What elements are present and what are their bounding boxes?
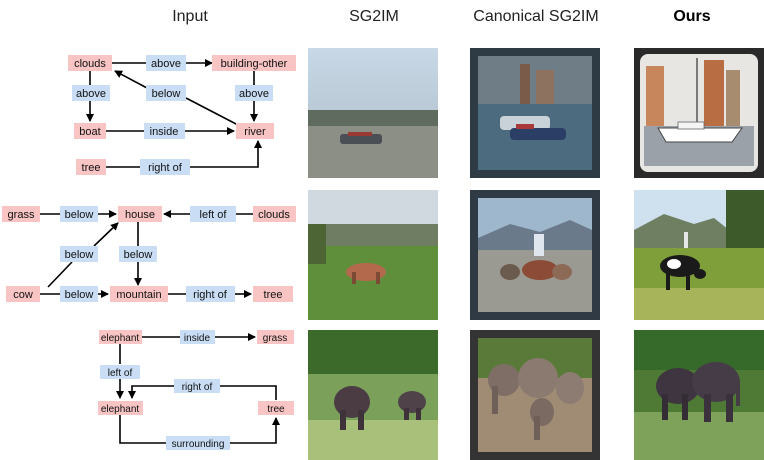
node-tree-3: [258, 401, 294, 415]
header-ours: Ours: [673, 8, 711, 25]
label-grass: grass: [8, 209, 35, 221]
rel-below-d: [60, 286, 98, 302]
rel-below-c: [119, 246, 157, 262]
label-above-right: above: [239, 88, 269, 100]
rel-above-left: [72, 85, 110, 101]
label-elephant-top: elephant: [101, 333, 140, 344]
node-elephant-top: [99, 330, 142, 344]
node-river: [236, 123, 274, 139]
rel-below-b: [60, 246, 98, 262]
label-left-of: left of: [200, 209, 228, 221]
node-clouds: [68, 55, 112, 71]
rel-above-top: [146, 55, 186, 71]
image-canonical-row1: [470, 48, 600, 178]
label-below-c: below: [124, 249, 153, 261]
node-clouds-2: [253, 206, 296, 222]
label-inside-3: inside: [184, 333, 211, 344]
node-tree-2: [253, 286, 293, 302]
label-right-of-3: right of: [182, 382, 213, 393]
label-below-d: below: [65, 289, 94, 301]
label-surrounding: surrounding: [172, 439, 225, 450]
label-elephant-bottom: elephant: [101, 404, 140, 415]
node-elephant-bottom: [98, 401, 143, 415]
image-ours-row1: [634, 48, 764, 178]
rel-left-of-3: [100, 365, 140, 379]
label-right-of: right of: [148, 162, 183, 174]
rel-below: [146, 85, 186, 101]
label-cow: cow: [13, 289, 33, 301]
node-cow: [6, 286, 40, 302]
scene-graph-1: clouds above building-other above below …: [68, 55, 296, 175]
scene-graphs: clouds above building-other above below …: [2, 55, 296, 450]
label-grass-3: grass: [263, 333, 287, 344]
label-mountain: mountain: [116, 289, 161, 301]
label-inside: inside: [150, 126, 179, 138]
label-above-top: above: [151, 58, 181, 70]
header-canonical-sg2im: Canonical SG2IM: [473, 8, 599, 25]
node-mountain: [110, 286, 168, 302]
label-left-of-3: left of: [108, 368, 133, 379]
label-below: below: [152, 88, 181, 100]
rel-left-of: [190, 206, 236, 222]
image-sg2im-row3: [308, 330, 438, 460]
rel-above-right: [235, 85, 273, 101]
node-building-other: [212, 55, 296, 71]
scene-graph-3: elephant inside grass left of right of e…: [98, 330, 294, 450]
rel-below-a: [60, 206, 98, 222]
image-ours-row2: [634, 190, 764, 320]
label-tree: tree: [82, 162, 101, 174]
header-input: Input: [172, 8, 208, 25]
label-above-left: above: [76, 88, 106, 100]
label-boat: boat: [79, 126, 100, 138]
image-sg2im-row1: [308, 48, 438, 178]
label-house: house: [125, 209, 155, 221]
image-canonical-row2: [470, 190, 600, 320]
rel-surrounding: [166, 436, 230, 450]
label-tree-2: tree: [264, 289, 283, 301]
node-grass: [2, 206, 40, 222]
label-right-of-2: right of: [193, 289, 228, 301]
label-below-a: below: [65, 209, 94, 221]
node-house: [118, 206, 162, 222]
rel-inside-3: [180, 330, 215, 344]
rel-right-of-2: [186, 286, 235, 302]
image-ours-row3: [634, 330, 764, 460]
label-below-b: below: [65, 249, 94, 261]
node-grass-3: [257, 330, 294, 344]
header-sg2im: SG2IM: [349, 8, 399, 25]
label-tree-3: tree: [267, 404, 285, 415]
image-canonical-row3: [470, 330, 600, 460]
label-clouds-2: clouds: [258, 209, 290, 221]
image-sg2im-row2: [308, 190, 438, 320]
label-building-other: building-other: [221, 58, 288, 70]
node-tree: [76, 159, 106, 175]
rel-right-of-3: [174, 379, 220, 393]
node-boat: [74, 123, 106, 139]
label-river: river: [244, 126, 266, 138]
rel-right-of: [140, 159, 190, 175]
label-clouds: clouds: [74, 58, 106, 70]
rel-inside: [144, 123, 185, 139]
scene-graph-2: grass below house left of clouds below b…: [2, 206, 296, 302]
